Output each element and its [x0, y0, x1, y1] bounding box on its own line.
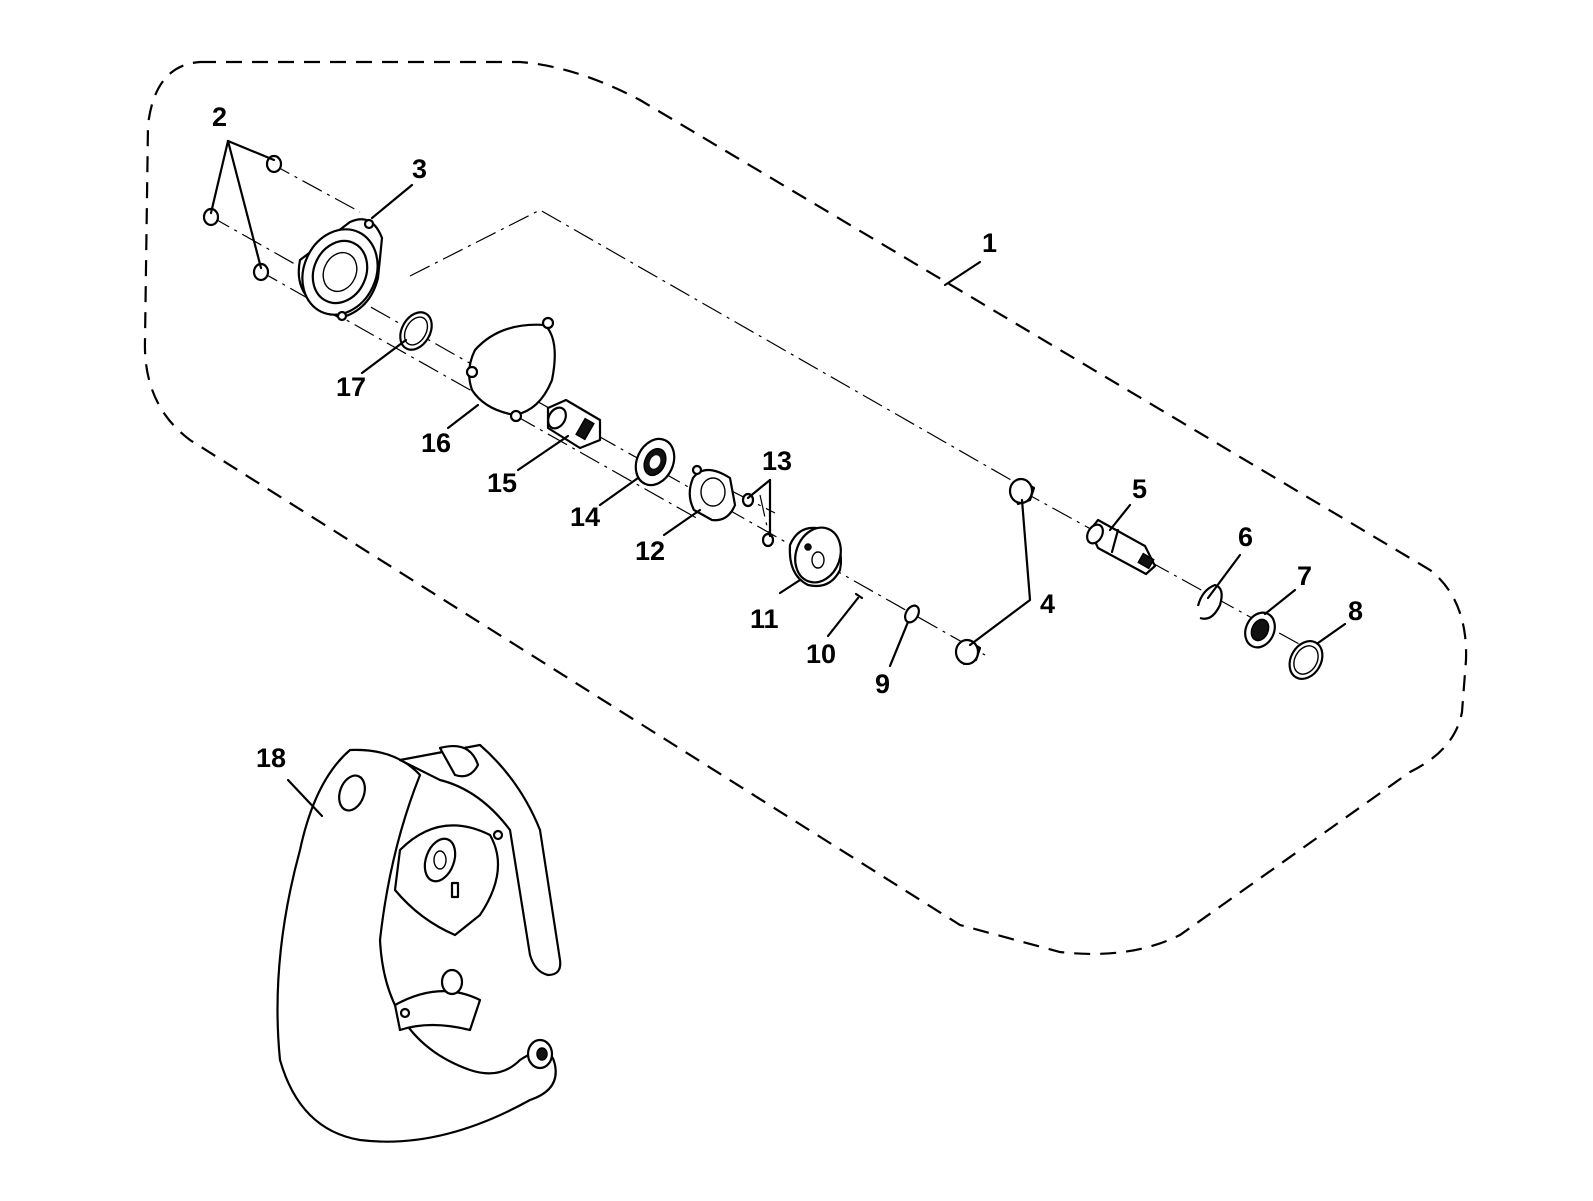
- callout-6: 6: [1238, 522, 1253, 552]
- callout-4: 4: [1040, 589, 1055, 619]
- callout-7: 7: [1297, 561, 1312, 591]
- screws-part-2: [202, 154, 283, 282]
- callout-11: 11: [750, 604, 779, 634]
- callouts: 1 2 3 4 5 6 7 8 9 10 11 12 13 14 15 16 1…: [212, 102, 1363, 773]
- callout-16: 16: [421, 428, 451, 458]
- leader-lines: [209, 139, 1347, 818]
- callout-18: 18: [256, 743, 286, 773]
- clip-part-9: [904, 604, 920, 624]
- o-ring-part-17: [399, 311, 433, 351]
- callout-10: 10: [806, 639, 836, 669]
- callout-17: 17: [336, 372, 366, 402]
- blade-guard-part-18: [276, 743, 562, 1143]
- shaft-part-15: [546, 398, 602, 450]
- callout-1: 1: [982, 228, 997, 258]
- callout-13: 13: [762, 446, 792, 476]
- callout-8: 8: [1348, 596, 1363, 626]
- callout-3: 3: [412, 154, 427, 184]
- screws-part-13: [741, 492, 775, 548]
- gasket-part-16: [465, 316, 556, 423]
- callout-5: 5: [1132, 474, 1147, 504]
- callout-9: 9: [875, 669, 890, 699]
- callout-12: 12: [635, 536, 665, 566]
- drive-shaft-part-5: [1086, 518, 1157, 576]
- snap-ring-part-6: [1196, 583, 1223, 620]
- bearing-part-14: [634, 437, 676, 487]
- hub-part-11: [788, 526, 843, 588]
- callout-15: 15: [487, 468, 517, 498]
- retainer-plate-part-12: [688, 464, 737, 522]
- ring-part-8: [1288, 640, 1324, 680]
- assembly-boundary-outline: [143, 60, 1468, 956]
- bushings-part-4: [954, 477, 1036, 666]
- callout-14: 14: [570, 502, 600, 532]
- pin-part-10: [854, 592, 864, 600]
- callout-2: 2: [212, 102, 227, 132]
- flange-housing-part-3: [297, 218, 384, 322]
- bearing-part-7: [1244, 611, 1276, 649]
